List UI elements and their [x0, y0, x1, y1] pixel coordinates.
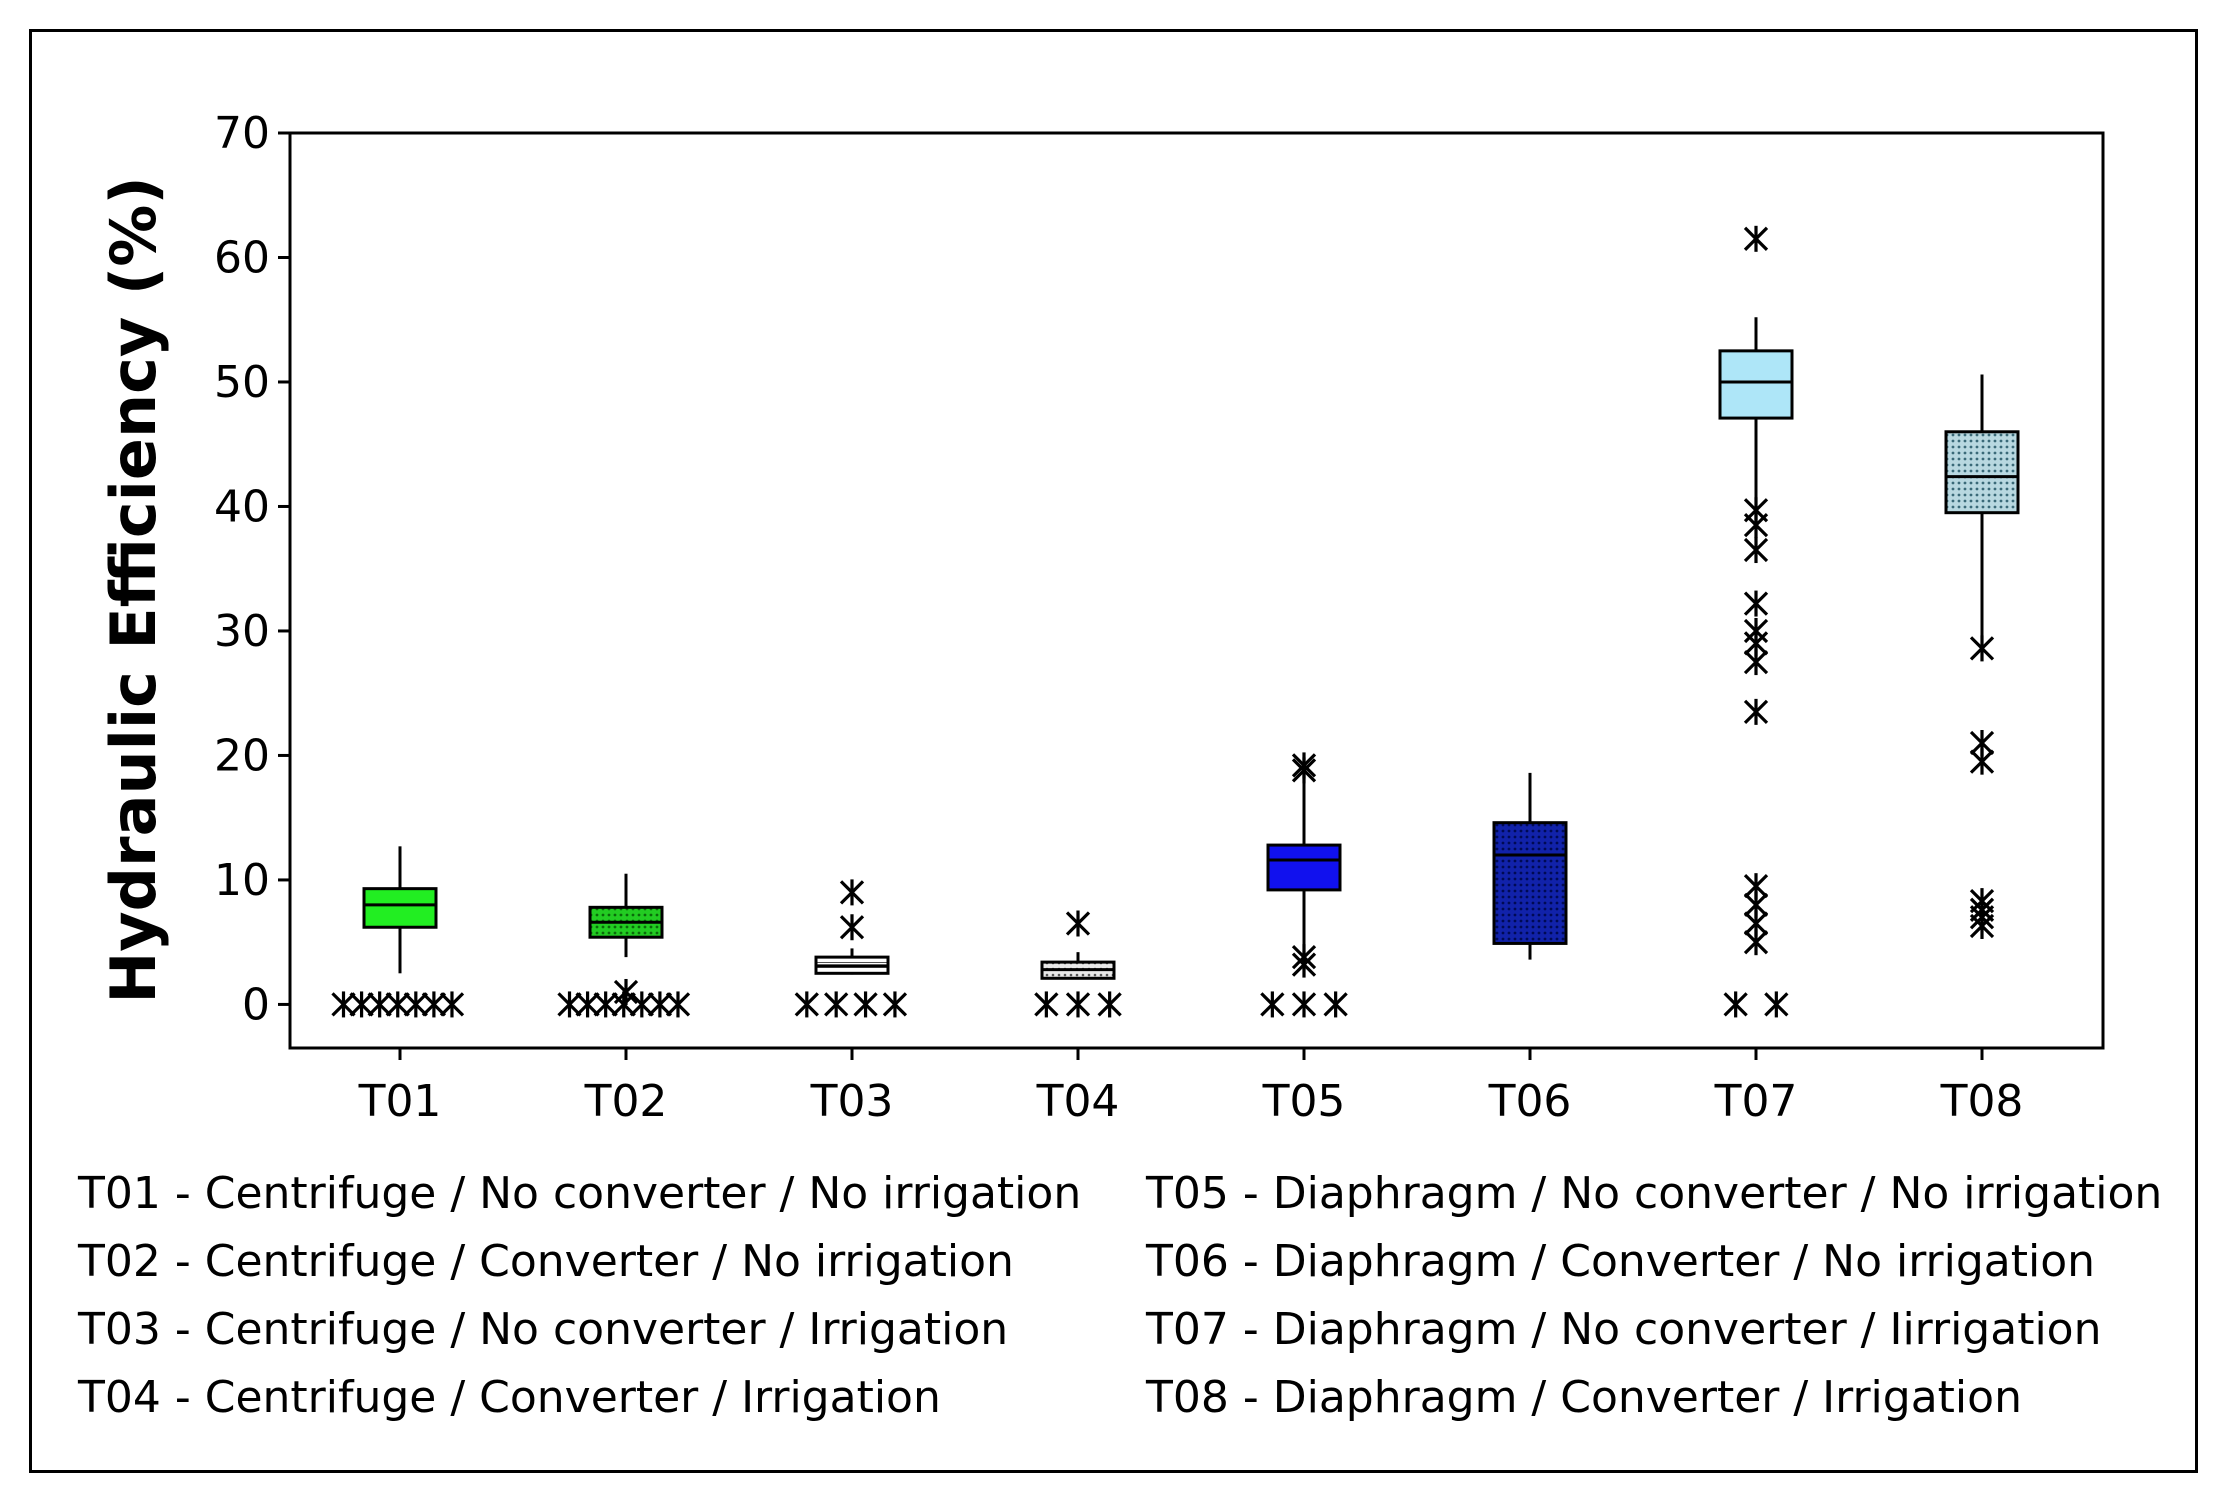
outlier-point — [349, 991, 374, 1018]
outlier-point — [1291, 991, 1317, 1018]
outlier-point — [1097, 991, 1122, 1018]
outlier-point — [1743, 225, 1769, 252]
y-tick-label: 50 — [214, 357, 270, 408]
outlier-point — [853, 991, 878, 1018]
legend-entry-right: T07 - Diaphragm / No converter / Iirriga… — [1145, 1304, 2101, 1355]
outlier-point — [331, 991, 356, 1018]
outlier-point — [1743, 537, 1769, 564]
outlier-point — [557, 991, 582, 1018]
outlier-point — [1034, 991, 1059, 1018]
box-t05 — [1260, 752, 1348, 1018]
outliers — [794, 879, 908, 1018]
outlier-point — [1969, 635, 1995, 662]
outlier-point — [1743, 698, 1769, 725]
outlier-point — [1969, 888, 1995, 915]
outlier-point — [613, 978, 639, 1005]
y-tick-label: 10 — [214, 855, 270, 906]
outlier-point — [439, 991, 465, 1018]
plot-area — [288, 131, 2105, 1050]
legend-entry-left: T04 - Centrifuge / Converter / Irrigatio… — [77, 1372, 941, 1423]
outlier-point — [1764, 991, 1789, 1018]
legend-entry-right: T06 - Diaphragm / Converter / No irrigat… — [1145, 1236, 2095, 1287]
y-tick-label: 60 — [214, 232, 270, 283]
x-tick-label: T06 — [1488, 1076, 1572, 1127]
x-tick-label: T08 — [1940, 1076, 2024, 1127]
box-t06 — [1492, 772, 1568, 960]
outlier-point — [824, 991, 849, 1018]
outlier-point — [1743, 617, 1769, 644]
outlier-point — [647, 991, 673, 1018]
box-t01 — [331, 846, 465, 1018]
box-body — [1944, 430, 2020, 515]
outliers — [331, 991, 465, 1018]
outlier-point — [1969, 730, 1995, 756]
x-tick-label: T07 — [1714, 1076, 1798, 1127]
outlier-point — [1065, 991, 1091, 1018]
outlier-point — [593, 991, 618, 1018]
legend-entry-left: T02 - Centrifuge / Converter / No irriga… — [77, 1236, 1014, 1287]
y-tick-label: 30 — [214, 606, 270, 657]
outlier-point — [575, 991, 600, 1018]
outlier-point — [882, 991, 908, 1018]
box-t07 — [1718, 225, 1794, 1018]
plot-border — [288, 131, 2105, 1050]
outlier-point — [1323, 991, 1348, 1018]
x-tick-label: T01 — [358, 1076, 442, 1127]
box-t02 — [557, 873, 691, 1018]
box-t08 — [1944, 374, 2020, 939]
outlier-point — [1723, 991, 1748, 1018]
outliers — [557, 978, 691, 1018]
outlier-point — [1743, 590, 1769, 617]
outlier-point — [629, 991, 654, 1018]
box-body — [1492, 821, 1568, 945]
legend-entry-left: T01 - Centrifuge / No converter / No irr… — [77, 1168, 1081, 1219]
y-axis: 0 10 20 30 40 50 60 70 — [214, 108, 290, 1030]
outlier-point — [1291, 752, 1317, 779]
outlier-point — [421, 991, 447, 1018]
outlier-point — [367, 991, 392, 1018]
legend-entry-right: T08 - Diaphragm / Converter / Irrigation — [1145, 1372, 2022, 1423]
x-tick-label: T05 — [1262, 1076, 1346, 1127]
x-tick-label: T04 — [1036, 1076, 1120, 1127]
outlier-point — [1260, 991, 1285, 1018]
legend-right: T05 - Diaphragm / No converter / No irri… — [1145, 1168, 2162, 1423]
x-axis: T01 T02 T03 T04 T05 T06 T07 T08 — [358, 1048, 2024, 1127]
outlier-point — [1065, 910, 1091, 937]
outliers — [1034, 910, 1122, 1018]
outlier-point — [839, 879, 865, 906]
outlier-point — [1291, 944, 1317, 971]
outliers — [1969, 635, 1995, 939]
outlier-point — [1743, 873, 1769, 900]
box-body — [1718, 349, 1794, 420]
outliers — [1723, 225, 1789, 1018]
box-body — [1266, 843, 1342, 892]
y-tick-label: 0 — [242, 979, 270, 1030]
outliers — [1260, 752, 1348, 1018]
outlier-point — [839, 914, 865, 941]
legend-entry-left: T03 - Centrifuge / No converter / Irriga… — [77, 1304, 1008, 1355]
y-tick-label: 70 — [214, 108, 270, 159]
outlier-point — [794, 991, 819, 1018]
outlier-point — [1743, 497, 1769, 524]
y-axis-label: Hydraulic Efficiency (%) — [97, 176, 170, 1003]
box-body — [362, 887, 438, 929]
outlier-point — [385, 991, 410, 1018]
box-t04 — [1034, 910, 1122, 1018]
x-tick-label: T03 — [810, 1076, 894, 1127]
y-tick-label: 40 — [214, 481, 270, 532]
box-t03 — [794, 879, 908, 1018]
x-tick-label: T02 — [584, 1076, 668, 1127]
y-tick-label: 20 — [214, 730, 270, 781]
legend-entry-right: T05 - Diaphragm / No converter / No irri… — [1145, 1168, 2162, 1219]
boxes-group — [331, 225, 2020, 1018]
outlier-point — [665, 991, 691, 1018]
outlier-point — [403, 991, 428, 1018]
figure-frame — [29, 29, 2198, 1473]
legend-left: T01 - Centrifuge / No converter / No irr… — [77, 1168, 1081, 1423]
